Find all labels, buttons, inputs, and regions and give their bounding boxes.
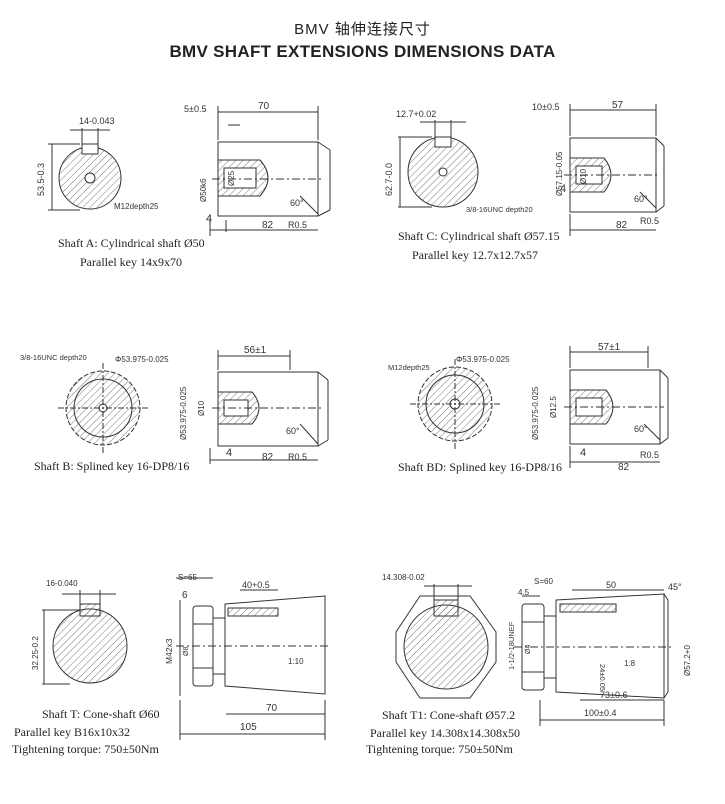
shaft-b-dim-4: 4	[226, 447, 232, 459]
shaft-t-thread: M42x3	[164, 638, 174, 664]
shaft-t-pin: Ø8	[183, 647, 190, 656]
shaft-bd-total: 82	[618, 462, 630, 473]
shaft-a-key-caption: Parallel key 14x9x70	[80, 255, 182, 269]
shaft-a-length: 70	[258, 101, 270, 112]
shaft-t1-taper: 1:8	[624, 659, 636, 668]
panel-shaft-t	[42, 577, 330, 740]
shaft-t1-hex-size: S=60	[534, 577, 553, 586]
shaft-t1-torque-caption: Tightening torque: 750±50Nm	[366, 742, 513, 756]
shaft-a-dim-4: 4	[206, 213, 212, 225]
shaft-a-caption: Shaft A: Cylindrical shaft Ø50	[58, 236, 205, 250]
shaft-bd-angle: 60°	[634, 424, 648, 434]
shaft-t1-key-caption: Parallel key 14.308x14.308x50	[370, 726, 520, 740]
shaft-c-angle: 60°	[634, 194, 648, 204]
shaft-a-diameter: Ø50k6	[199, 178, 208, 202]
shaft-t1-key-width: 14.308-0.02	[382, 573, 425, 582]
shaft-c-total: 82	[616, 220, 628, 231]
shaft-c-caption: Shaft C: Cylindrical shaft Ø57.15	[398, 229, 560, 243]
shaft-a-small-diameter: Ø25	[227, 170, 236, 186]
shaft-t-section	[52, 608, 128, 684]
page-title-english: BMV SHAFT EXTENSIONS DIMENSIONS DATA	[169, 42, 556, 61]
shaft-bd-thread-note: M12depth25	[388, 363, 430, 372]
panel-shaft-t1	[395, 584, 672, 726]
shaft-c-length: 57	[612, 100, 624, 111]
page-title-chinese: BMV 轴伸连接尺寸	[294, 21, 431, 38]
shaft-bd-diameter: Ø53.975-0.025	[531, 386, 540, 440]
shaft-bd-length: 57±1	[598, 342, 621, 353]
shaft-t-dim-40: 40+0.5	[242, 580, 270, 590]
shaft-b-diameter: Ø53.975-0.025	[179, 386, 188, 440]
shaft-t1-dim-24: 24±0.05	[598, 664, 607, 691]
shaft-c-thread-note: 3/8-16UNC depth20	[466, 205, 533, 214]
shaft-t-caption: Shaft T: Cone-shaft Ø60	[42, 707, 160, 721]
shaft-b-small-diameter: Ø10	[197, 400, 206, 416]
shaft-b-total: 82	[262, 452, 274, 463]
shaft-t-dim-105: 105	[240, 722, 257, 733]
shaft-a-total: 82	[262, 220, 274, 231]
shaft-bd-radius: R0.5	[640, 450, 659, 460]
shaft-t1-thread: 1-1/2-18UNEF	[507, 621, 516, 670]
shaft-c-offset: 10±0.5	[532, 102, 559, 112]
shaft-a-key-height: 53.5-0.3	[36, 163, 46, 196]
shaft-b-angle: 60°	[286, 426, 300, 436]
shaft-t1-caption: Shaft T1: Cone-shaft Ø57.2	[382, 708, 516, 722]
shaft-bd-dim-4: 4	[580, 447, 586, 459]
panel-shaft-b	[58, 350, 329, 464]
panel-shaft-c	[398, 104, 665, 236]
shaft-t-hex-size: S=65	[178, 573, 197, 582]
shaft-c-dim-4: 4	[560, 183, 566, 195]
panel-shaft-a	[48, 106, 331, 236]
shaft-t1-hex-section	[395, 595, 497, 699]
shaft-a-key-slot	[81, 143, 99, 155]
shaft-t1-angle: 45°	[668, 582, 682, 592]
shaft-bd-caption: Shaft BD: Splined key 16-DP8/16	[398, 460, 562, 474]
shaft-t1-dim-73: 73±0.6	[600, 690, 627, 700]
shaft-bd-small-diameter: Ø12.5	[549, 396, 558, 418]
shaft-t1-dim-50: 50	[606, 580, 616, 590]
shaft-t-key-caption: Parallel key B16x10x32	[14, 725, 130, 739]
shaft-a-angle: 60°	[290, 198, 304, 208]
shaft-t-key-height: 32.25-0.2	[31, 636, 40, 670]
shaft-c-small-diameter: Ø10	[579, 168, 588, 184]
shaft-t-dim-6: 6	[182, 590, 188, 601]
shaft-t1-pin: Ø4	[525, 645, 532, 654]
shaft-t-torque-caption: Tightening torque: 750±50Nm	[12, 742, 159, 756]
shaft-a-offset: 5±0.5	[184, 104, 206, 114]
shaft-c-radius: R0.5	[640, 216, 659, 226]
panel-shaft-bd	[410, 346, 669, 468]
shaft-b-spline-dia: Φ53.975-0.025	[115, 355, 169, 364]
shaft-bd-spline-dia: Φ53.975-0.025	[456, 355, 510, 364]
shaft-t-taper: 1:10	[288, 657, 304, 666]
shaft-t1-dim-45: 4.5	[518, 588, 530, 597]
shaft-b-caption: Shaft B: Splined key 16-DP8/16	[34, 459, 190, 473]
shaft-a-radius: R0.5	[288, 220, 307, 230]
shaft-t1-diameter: Ø57.2+0	[683, 645, 692, 676]
shaft-t-cone	[224, 595, 326, 695]
shaft-t-key-width: 16-0.040	[46, 579, 78, 588]
shaft-c-key-height: 62.7-0.0	[384, 163, 394, 196]
shaft-b-radius: R0.5	[288, 452, 307, 462]
shaft-b-length: 56±1	[244, 345, 267, 356]
shaft-b-thread-note: 3/8-16UNC depth20	[20, 353, 87, 362]
shaft-c-diameter: Ø57.15-0.05	[555, 151, 564, 196]
shaft-c-key-caption: Parallel key 12.7x12.7x57	[412, 248, 538, 262]
shaft-a-key-width: 14-0.043	[79, 116, 115, 126]
shaft-c-key-width: 12.7+0.02	[396, 109, 436, 119]
shaft-t1-dim-100: 100±0.4	[584, 708, 616, 718]
shaft-a-thread-note: M12depth25	[114, 202, 159, 211]
shaft-t-dim-70: 70	[266, 703, 278, 714]
